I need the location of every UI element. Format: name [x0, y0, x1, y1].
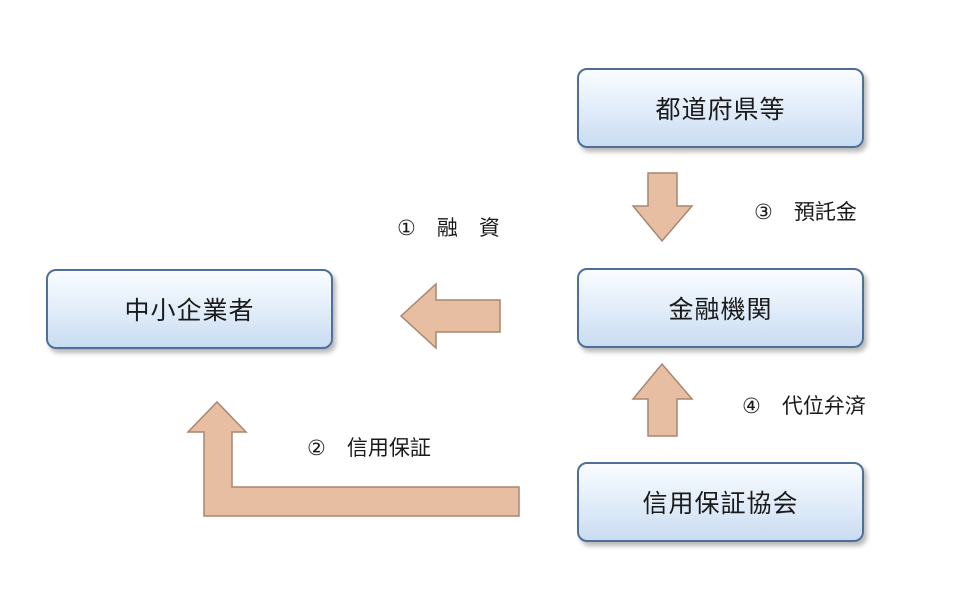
loan-flow-label: ① 融 資: [397, 216, 500, 240]
arrow-subrogation-up: [631, 362, 694, 437]
arrow-loan-left: [399, 282, 501, 350]
guarantee-association-node: 信用保証協会: [577, 462, 864, 542]
prefecture-node-label: 都道府県等: [655, 95, 786, 124]
guarantee-association-node-label: 信用保証協会: [642, 489, 799, 518]
credit-guarantee-flow-label: ② 信用保証: [307, 436, 431, 460]
deposit-flow-label: ③ 預託金: [754, 200, 857, 224]
arrow-deposit-down: [631, 172, 694, 243]
bank-node-label: 金融機関: [668, 295, 773, 324]
sme-node-label: 中小企業者: [124, 296, 255, 325]
subrogation-flow-label: ④ 代位弁済: [742, 394, 866, 418]
bank-node: 金融機関: [577, 268, 864, 348]
prefecture-node: 都道府県等: [577, 68, 864, 148]
sme-node: 中小企業者: [46, 269, 333, 349]
arrow-guarantee-l: [186, 400, 520, 517]
